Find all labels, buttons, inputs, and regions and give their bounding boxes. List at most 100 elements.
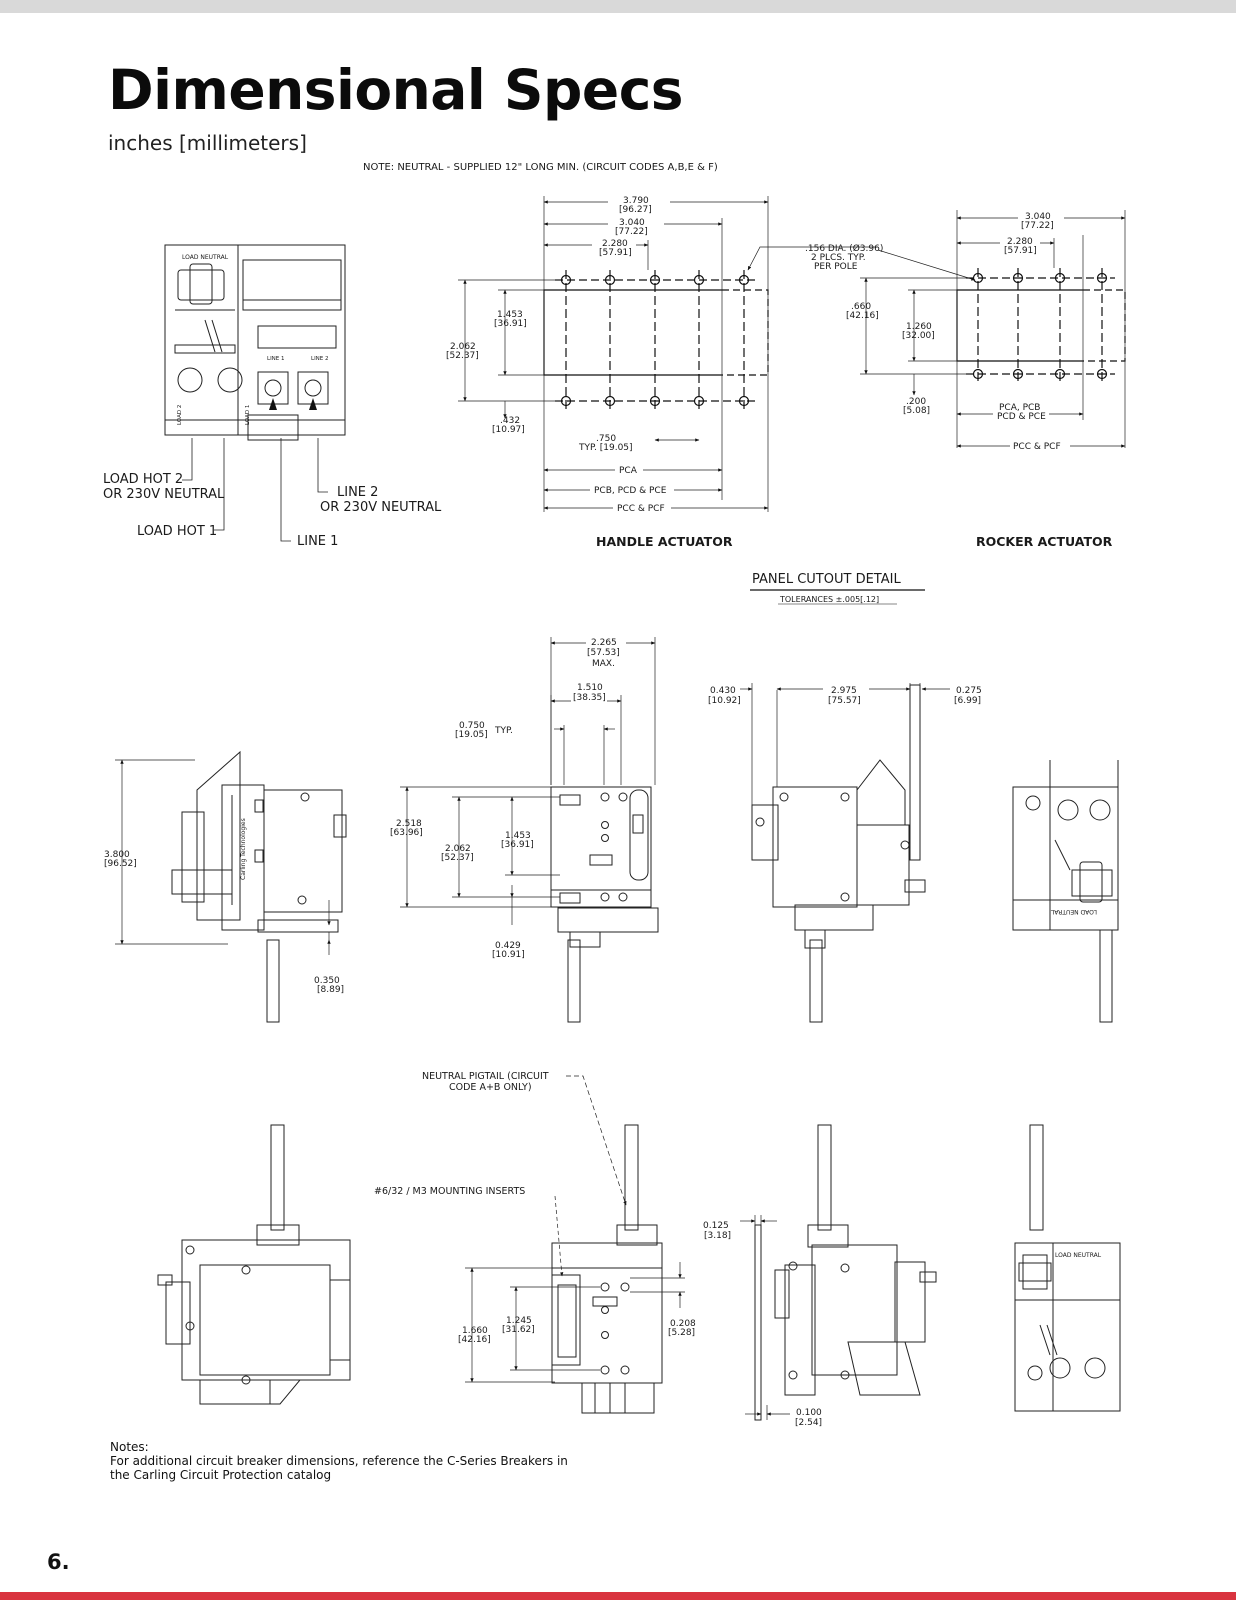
- notes-heading: Notes:: [110, 1440, 149, 1454]
- handle-actuator-cutout: [543, 270, 769, 410]
- ha-d7-in: .750: [596, 434, 616, 444]
- ra-d2-in: 2.280: [1007, 237, 1033, 247]
- handle-actuator-label: HANDLE ACTUATOR: [596, 534, 733, 549]
- ra-d3-in: .660: [851, 302, 871, 312]
- ha-pcb-pcd-pce: PCB, PCD & PCE: [594, 486, 667, 496]
- bottom-view-4: [1014, 1124, 1121, 1412]
- mid-max: MAX.: [592, 659, 615, 669]
- ha-d5-in: 2.062: [450, 342, 476, 352]
- side-view-left: [171, 750, 347, 1023]
- rocker-actuator-label: ROCKER ACTUATOR: [976, 534, 1113, 549]
- ha-d4-mm: [36.91]: [494, 319, 527, 329]
- ha-d6-mm: [10.97]: [492, 425, 525, 435]
- bot-t-in: 0.125: [703, 1221, 729, 1231]
- label-load-hot-1: LOAD HOT 1: [137, 524, 217, 539]
- mid-h2-mm: [63.96]: [390, 828, 423, 838]
- label-or-230v-neutral-a: OR 230V NEUTRAL: [103, 487, 225, 502]
- panel-cutout-title: PANEL CUTOUT DETAIL: [752, 572, 901, 587]
- bottom-view-3: [754, 1124, 937, 1421]
- front-load1-small: LOAD 1: [245, 405, 251, 425]
- ra-pcd-pce: PCD & PCE: [997, 412, 1046, 422]
- ra-d1-in: 3.040: [1025, 212, 1051, 222]
- front-view: [164, 244, 346, 441]
- mid-typ-in: 0.750: [459, 721, 485, 731]
- mid-w-mm: [38.35]: [573, 693, 606, 703]
- bot-c-in: 0.208: [670, 1319, 696, 1329]
- page-title: Dimensional Specs: [108, 58, 684, 122]
- label-line-1: LINE 1: [297, 534, 338, 549]
- rear-load-neutral: LOAD NEUTRAL: [1050, 908, 1097, 915]
- bot-c-mm: [5.28]: [668, 1328, 695, 1338]
- mid-c-mm: [75.57]: [828, 696, 861, 706]
- panel-cutout-tolerances: TOLERANCES ±.005[.12]: [779, 595, 879, 604]
- inserts-label: #6/32 / M3 MOUNTING INSERTS: [374, 1186, 525, 1197]
- ha-d5-mm: [52.37]: [446, 351, 479, 361]
- ha-d3-in: 2.280: [602, 239, 628, 249]
- mid-b-mm: [10.91]: [492, 950, 525, 960]
- front-view-middle: [550, 786, 659, 1023]
- holes-note-l1: .156 DIA. (Ø3.96): [805, 243, 883, 254]
- mid-h3-mm: [52.37]: [441, 853, 474, 863]
- ha-d2-in: 3.040: [619, 218, 645, 228]
- ra-d1-mm: [77.22]: [1021, 221, 1054, 231]
- front-line1-small: LINE 1: [267, 356, 285, 362]
- mid-c-in: 2.975: [831, 686, 857, 696]
- mid-h4-in: 1.453: [505, 831, 531, 841]
- mid-l-in: 0.430: [710, 686, 736, 696]
- ha-d6-in: .432: [500, 416, 520, 426]
- top-bar: [0, 0, 1236, 13]
- label-line-2: LINE 2: [337, 485, 378, 500]
- notes-text: For additional circuit breaker dimension…: [110, 1454, 568, 1482]
- ra-d3-mm: [42.16]: [846, 311, 879, 321]
- bot-t-mm: [3.18]: [704, 1231, 731, 1241]
- holes-note-l3: PER POLE: [814, 262, 858, 272]
- ha-d2-mm: [77.22]: [615, 227, 648, 237]
- side-view-right: [751, 684, 926, 1023]
- mid-h4-mm: [36.91]: [501, 840, 534, 850]
- ha-d1-in: 3.790: [623, 196, 649, 206]
- ha-d1-mm: [96.27]: [619, 205, 652, 215]
- mid-w-in: 1.510: [577, 683, 603, 693]
- ra-d2-mm: [57.91]: [1004, 246, 1037, 256]
- mid-h2-in: 2.518: [396, 819, 422, 829]
- ra-d4-in: 1.260: [906, 322, 932, 332]
- ha-pcc-pcf: PCC & PCF: [617, 504, 665, 514]
- bot-b-mm: [31.62]: [502, 1325, 535, 1335]
- ha-pca: PCA: [619, 466, 638, 476]
- mid-h3-in: 2.062: [445, 844, 471, 854]
- ha-d7-mm: TYP. [19.05]: [578, 443, 633, 453]
- mid-s-mm: [8.89]: [317, 985, 344, 995]
- neutral-note: NOTE: NEUTRAL - SUPPLIED 12" LONG MIN. (…: [363, 162, 718, 173]
- mid-wmax-mm: [57.53]: [587, 648, 620, 658]
- rear-bottom-load-neutral: LOAD NEUTRAL: [1055, 1252, 1102, 1259]
- mid-r-mm: [6.99]: [954, 696, 981, 706]
- label-load-hot-2: LOAD HOT 2: [103, 472, 183, 487]
- bot-d-in: 0.100: [796, 1408, 822, 1418]
- label-or-230v-neutral-b: OR 230V NEUTRAL: [320, 500, 442, 515]
- bottom-accent-bar: [0, 1592, 1236, 1600]
- bottom-view-1: [157, 1124, 351, 1405]
- holes-note-l2: 2 PLCS. TYP.: [811, 253, 866, 263]
- page-subtitle: inches [millimeters]: [108, 131, 307, 155]
- ra-pcc-pcf: PCC & PCF: [1013, 442, 1061, 452]
- mid-r-in: 0.275: [956, 686, 982, 696]
- bot-b-in: 1.245: [506, 1316, 532, 1326]
- mid-s-in: 0.350: [314, 976, 340, 986]
- bottom-view-2: [551, 1124, 663, 1414]
- side-brand-label: Carling Technologies: [240, 818, 247, 880]
- pigtail-l2: CODE A+B ONLY): [449, 1082, 532, 1093]
- front-load-neutral: LOAD NEUTRAL: [182, 254, 229, 261]
- ra-d4-mm: [32.00]: [902, 331, 935, 341]
- mid-h-in: 3.800: [104, 850, 130, 860]
- mid-b-in: 0.429: [495, 941, 521, 951]
- mid-typ-mm: [19.05]: [455, 730, 488, 740]
- notes: Notes: For additional circuit breaker di…: [110, 1440, 570, 1482]
- mid-l-mm: [10.92]: [708, 696, 741, 706]
- mid-wmax-in: 2.265: [591, 638, 617, 648]
- bot-a-in: 1.660: [462, 1326, 488, 1336]
- page-number: 6.: [47, 1550, 70, 1574]
- front-line2-small: LINE 2: [311, 356, 329, 362]
- ra-d5-in: .200: [906, 397, 926, 407]
- front-load2-small: LOAD 2: [177, 405, 183, 425]
